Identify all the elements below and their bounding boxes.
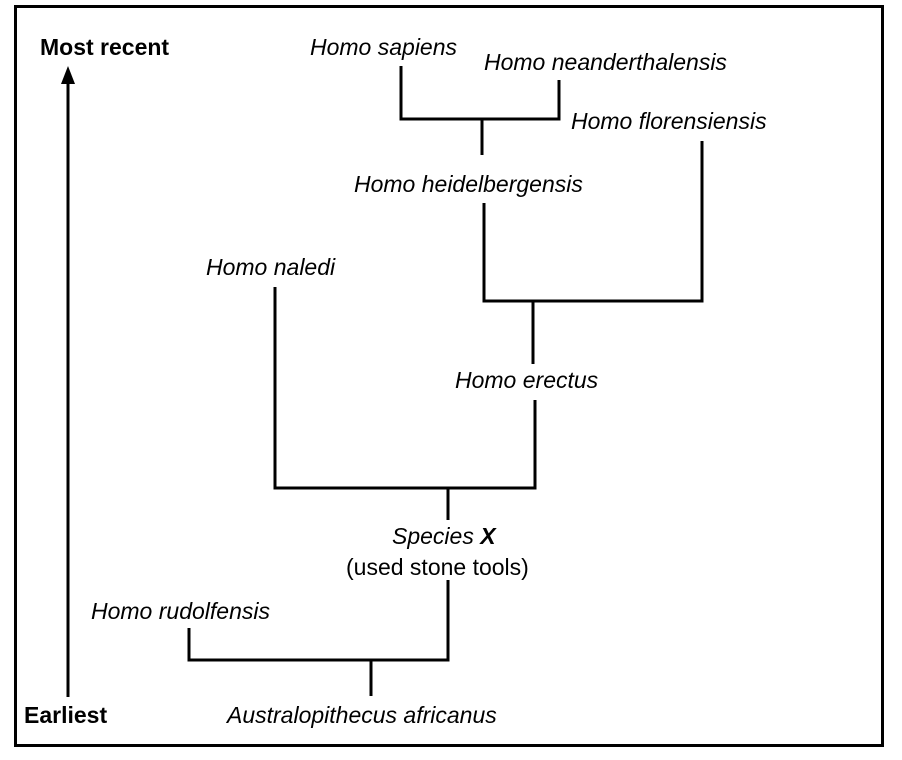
species-x-letter: X: [480, 523, 496, 549]
label-species-x-note: (used stone tools): [346, 554, 529, 580]
arrow-head-icon: [61, 66, 75, 84]
species-x-prefix: Species: [392, 523, 474, 549]
diagram-frame: [14, 5, 884, 747]
label-homo-sapiens: Homo sapiens: [310, 34, 458, 60]
label-homo-florensiensis: Homo florensiensis: [571, 108, 767, 134]
axis-label-earliest: Earliest: [24, 702, 108, 728]
label-homo-neanderthalensis: Homo neanderthalensis: [484, 49, 727, 75]
label-homo-naledi: Homo naledi: [206, 254, 336, 280]
label-species-x: Species X: [392, 525, 496, 548]
label-homo-heidelbergensis: Homo heidelbergensis: [354, 171, 583, 197]
label-homo-erectus: Homo erectus: [455, 367, 599, 393]
label-homo-rudolfensis: Homo rudolfensis: [91, 598, 270, 624]
label-australopithecus-africanus: Australopithecus africanus: [227, 702, 497, 728]
axis-label-most-recent: Most recent: [40, 34, 170, 60]
